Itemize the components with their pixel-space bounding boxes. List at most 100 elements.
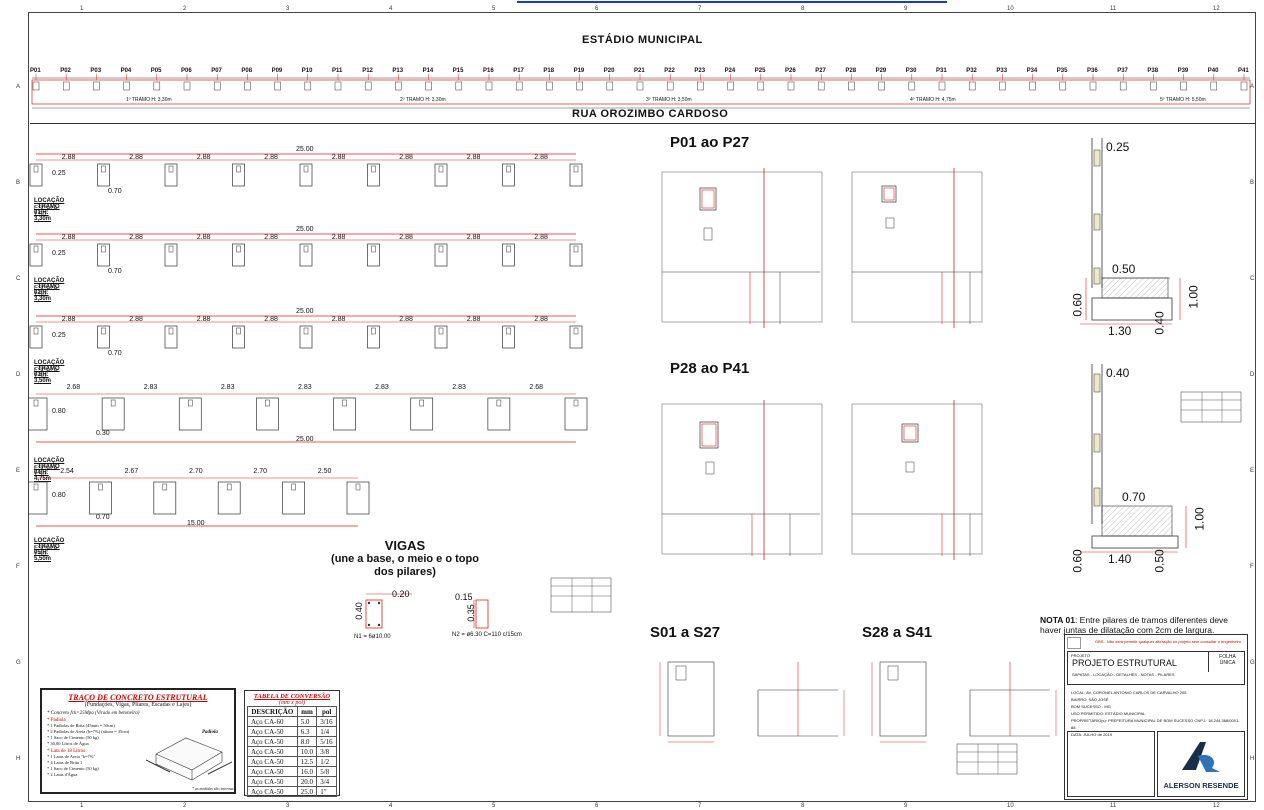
- conversion-cell: 1/4: [316, 726, 337, 737]
- footing-outline: [282, 481, 305, 515]
- padiola-label: Padiola: [202, 730, 218, 735]
- conversion-cell: 3/8: [316, 746, 337, 757]
- conversion-cell: Aço CA-50: [247, 736, 298, 747]
- plan-pillar-mark: [908, 81, 916, 91]
- plan-pillar-mark: [787, 81, 795, 91]
- pillar-label: P21: [634, 68, 645, 74]
- brand-logo-icon: [1182, 742, 1220, 772]
- viga-dim-015: 0.15: [455, 592, 473, 602]
- pillar-label: P01: [30, 68, 41, 74]
- footing-outline: [569, 325, 583, 349]
- conversion-cell: 12.5: [296, 756, 318, 767]
- conversion-cell: 1": [316, 786, 337, 797]
- footing-outline: [564, 397, 588, 431]
- column-outline: [506, 245, 511, 253]
- footing-outline: [502, 163, 515, 187]
- column-number: 9: [904, 6, 908, 12]
- footing-a-h3: 0.60: [1070, 293, 1085, 317]
- padiola-item: * 2 Padiolas de Areia (h=7%) (altura = 3…: [47, 729, 130, 734]
- plan-pillar-mark: [817, 81, 825, 91]
- conversion-header: mm: [296, 706, 318, 717]
- steel-summary-table-1: [1180, 391, 1242, 423]
- traco-line1: * Concreto fck=25Mpa (Virado em betoneir…: [47, 711, 140, 716]
- spacing-label: 2.88: [534, 316, 548, 323]
- plan-pillar-mark: [636, 81, 644, 91]
- small-dim-1: 0.25: [52, 250, 66, 257]
- conversion-cell: 8.0: [296, 736, 318, 747]
- column-outline: [303, 245, 309, 253]
- info-bairro: BAIRRO: SÃO JOSÉ: [1071, 697, 1109, 702]
- column-number: 12: [1213, 6, 1220, 12]
- pillar-label: P02: [60, 68, 71, 74]
- spacing-label: 2.88: [264, 316, 278, 323]
- footing-outline: [346, 481, 370, 515]
- footing-outline: [434, 243, 448, 267]
- spacing-label: 2.88: [264, 154, 278, 161]
- pillar-label: P36: [1087, 68, 1098, 74]
- column-outline: [33, 399, 39, 407]
- spacing-label: 2.88: [466, 316, 481, 323]
- spacing-label: 2.88: [264, 234, 278, 241]
- total-label: 15.00: [187, 520, 205, 527]
- plan-pillar-mark: [395, 81, 402, 91]
- title-block: OBS.: Não será permitir qualquer alteraç…: [1064, 634, 1248, 800]
- conversion-cell: 5/16: [316, 736, 337, 747]
- plan-pillar-mark: [455, 81, 463, 91]
- locacao-label: LOCAÇÃO - TRAMO 05/H: 5,50m: [34, 538, 65, 562]
- spacing-label: 2.88: [466, 234, 481, 241]
- traco-padiola-heading: * Padiola: [47, 718, 66, 723]
- column-outline: [168, 245, 174, 253]
- row-letter: E: [16, 468, 21, 474]
- pillar-label: P27: [815, 68, 826, 74]
- small-dim-4: 0.70: [108, 350, 122, 357]
- footing-outline: [29, 163, 43, 187]
- plan-pillar-mark: [32, 81, 40, 91]
- section-title-p28-p41: P28 ao P41: [670, 360, 750, 377]
- footing-outline: [232, 325, 245, 349]
- pillar-label: P07: [211, 68, 222, 74]
- pillar-label: P03: [90, 68, 102, 74]
- footing-b-width: 1.40: [1108, 552, 1132, 566]
- pillar-label: P31: [936, 68, 947, 74]
- small-dim-1: 0.80: [52, 408, 66, 415]
- plan-pillar-mark: [123, 81, 130, 91]
- pillar-label: P04: [120, 68, 132, 74]
- pillar-top-section-1: [851, 168, 983, 328]
- column-number-bottom: 10: [1007, 803, 1014, 809]
- traco-lata-heading: * Lata de 18 Litros: [47, 749, 86, 754]
- plan-pillar-mark: [727, 81, 734, 91]
- column-number: 11: [1110, 6, 1117, 12]
- footing-outline: [29, 325, 43, 349]
- folha-cell: FOLHA ÚNICA: [1208, 652, 1246, 672]
- folha-label: FOLHA: [1219, 654, 1236, 660]
- spacing-label: 2.88: [196, 234, 211, 241]
- column-outline: [506, 327, 511, 335]
- row-letter-right: H: [1250, 756, 1255, 762]
- plan-pillar-mark: [213, 81, 221, 91]
- spacing-label: 2.88: [196, 316, 211, 323]
- column-outline: [573, 399, 579, 407]
- spacing-label: 2.83: [375, 384, 389, 391]
- spacing-label: 2.88: [399, 316, 413, 323]
- column-number-bottom: 11: [1110, 803, 1117, 809]
- pillar-label: P15: [452, 68, 464, 74]
- column-number-bottom: 12: [1213, 803, 1220, 809]
- locacao-svg: [28, 477, 370, 527]
- column-outline: [342, 399, 347, 407]
- column-outline: [168, 165, 174, 173]
- locacao-scale: ESCALA 1:50: [34, 286, 58, 298]
- section-title-s28-s41: S28 a S41: [862, 624, 933, 641]
- pillar-base-section-1: [661, 168, 823, 328]
- viga-dim-040: 0.40: [353, 602, 364, 620]
- row-letter: H: [16, 756, 21, 762]
- folha-value: ÚNICA: [1219, 660, 1236, 666]
- nota-label: NOTA 01: [1040, 615, 1075, 625]
- spacing-label: 2.88: [534, 154, 548, 161]
- spacing-label: 2.88: [61, 316, 76, 323]
- footing-a-h4: 0.40: [1152, 311, 1167, 335]
- spacing-label: 2.88: [331, 154, 346, 161]
- pillar-label: P40: [1207, 68, 1219, 74]
- pillar-label: P17: [513, 68, 524, 74]
